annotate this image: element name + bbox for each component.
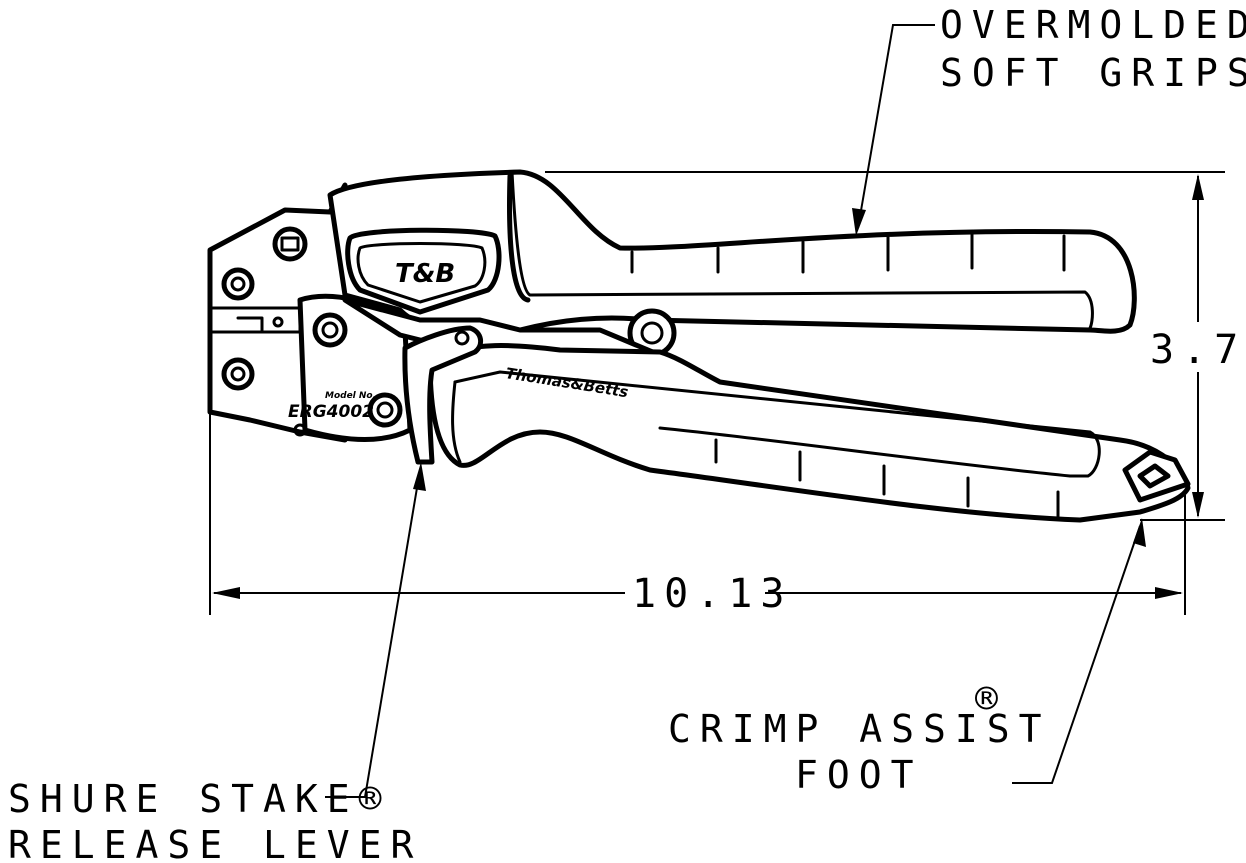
dimension-length: 10.13 [209, 412, 1186, 617]
callout-texts: OVERMOLDED SOFT GRIPS CRIMP ASSIST ® FOO… [8, 3, 1246, 863]
logo: T&B [395, 259, 455, 289]
grips-label-line1: OVERMOLDED [940, 3, 1246, 47]
model-label: Model No. [325, 391, 376, 401]
foot-registered-mark: ® [975, 677, 1007, 721]
model-number: ERG4002 [288, 402, 374, 422]
foot-label-line1: CRIMP ASSIST [668, 707, 1051, 751]
dimension-height: 3.71 [545, 171, 1246, 521]
foot-label-line2: FOOT [795, 753, 923, 797]
lever-label-line1: SHURE STAKE® [8, 777, 391, 821]
grips-label-line2: SOFT GRIPS [940, 51, 1246, 95]
length-value: 10.13 [632, 571, 792, 617]
callout-leaders [325, 24, 1146, 798]
crimp-tool: Model No. ERG4002 T&B Thomas&Betts [207, 169, 1191, 523]
lever-label-line2: RELEASE LEVER [8, 823, 422, 863]
height-value: 3.71 [1150, 327, 1246, 373]
